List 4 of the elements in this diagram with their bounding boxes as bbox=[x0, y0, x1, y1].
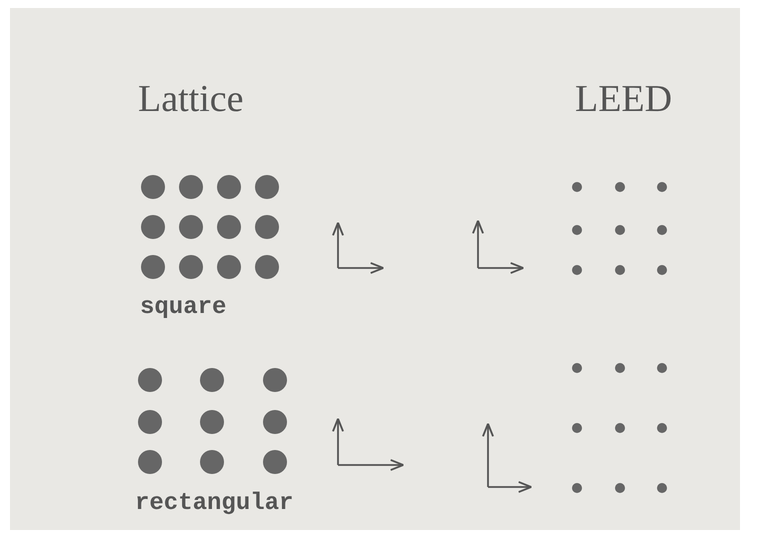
lattice-type-label: square bbox=[140, 296, 226, 320]
column-heading: LEED bbox=[575, 80, 672, 118]
column-heading: Lattice bbox=[138, 80, 244, 118]
lattice-type-label: rectangular bbox=[135, 492, 294, 516]
